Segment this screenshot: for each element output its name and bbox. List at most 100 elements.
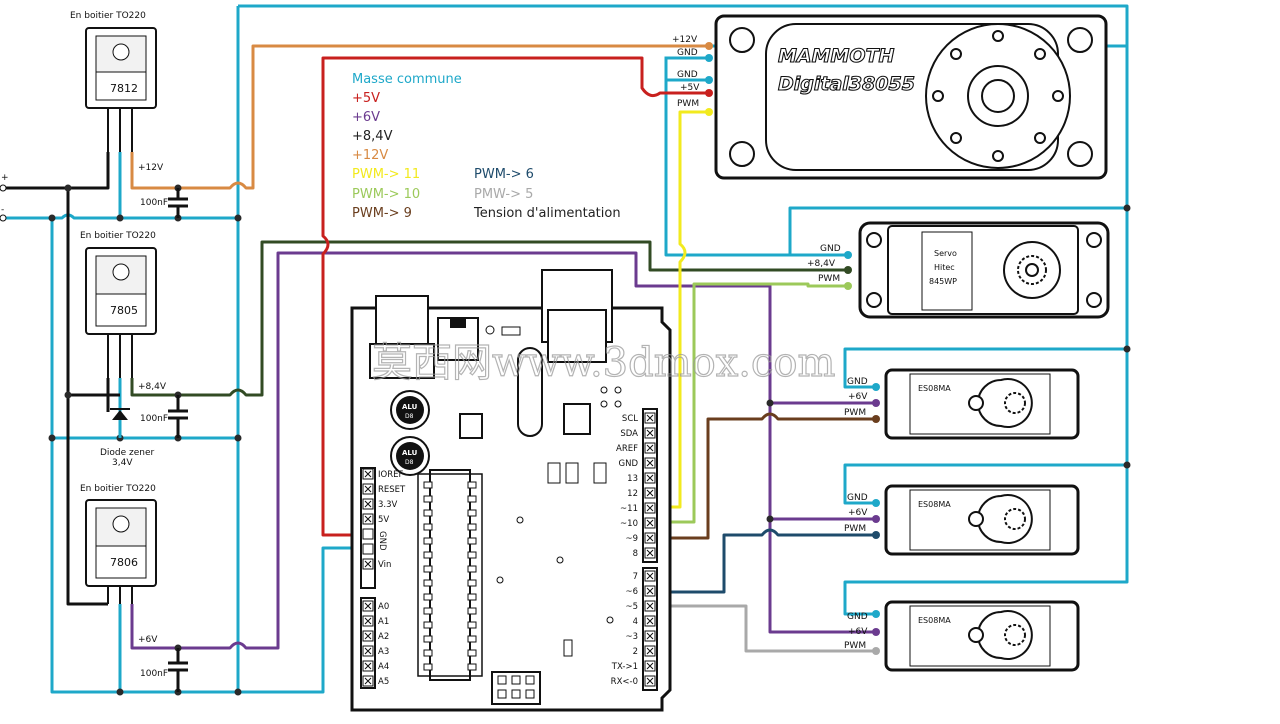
ground-top-bus — [238, 4, 1129, 616]
servo1-pin-pwm: PWM — [844, 408, 866, 418]
ground-servo2 — [843, 463, 1127, 505]
arduino-pin-0-cross — [364, 470, 372, 478]
gear-icon — [1004, 624, 1026, 646]
power-jack — [375, 295, 429, 345]
wire-6v — [130, 251, 876, 650]
servo-es08ma-3: ES08MA GND +6V PWM — [844, 600, 1080, 672]
arduino-digital-bottom-1-cross — [646, 587, 654, 595]
servo3-model: ES08MA — [918, 616, 951, 625]
ground-servo1 — [843, 347, 1127, 389]
arduino-digital-bottom-3-label: 4 — [633, 617, 638, 627]
arduino-digital-bottom-6-label: TX->1 — [611, 662, 638, 672]
capacitor-1 — [168, 188, 188, 218]
atmega-chip — [429, 469, 471, 681]
arduino-digital-top-2-label: AREF — [616, 444, 638, 454]
mammoth-pins: +12V GND GND +5V PWM — [664, 35, 713, 116]
arduino-digital-top-5-label: 12 — [627, 489, 638, 499]
arduino-analog-0-label: A0 — [378, 602, 389, 612]
regulator1-package-label: En boitier TO220 — [70, 11, 146, 21]
ground-wires — [5, 4, 1129, 694]
arduino-digital-bottom-2-cross — [646, 602, 654, 610]
servo-es08ma-1: ES08MA GND +6V PWM — [844, 368, 1080, 440]
arduino-analog-5-label: A5 — [378, 677, 389, 687]
legend-ground: Masse commune — [352, 72, 462, 87]
gear-icon — [1004, 392, 1026, 414]
servo2-pin-gnd: GND — [847, 493, 868, 503]
cap2-text: ALU — [402, 449, 418, 457]
arduino-digital-bottom-3-cross — [646, 617, 654, 625]
legend-8v4: +8,4V — [352, 129, 393, 144]
servo2-model: ES08MA — [918, 500, 951, 509]
arduino-digital-top-1-cross — [646, 429, 654, 437]
arduino-digital-bottom-1-label: ~6 — [625, 587, 638, 597]
arduino-digital-top-8-label: ~9 — [625, 534, 638, 544]
arduino-pin-3-cross — [364, 515, 372, 523]
mounting-hole-icon — [112, 43, 130, 61]
arduino-gnd-socket — [362, 543, 374, 555]
arduino-analog-0-cross — [364, 602, 372, 610]
arduino-digital-top-0-label: SCL — [622, 414, 638, 424]
wire-input-plus — [5, 152, 110, 190]
arduino-digital-top-6-cross — [646, 504, 654, 512]
legend: Masse commune +5V +6V +8,4V +12V PWM-> 1… — [352, 72, 621, 221]
legend-pwm10: PWM-> 10 — [352, 187, 420, 202]
wires — [5, 4, 1129, 694]
legend-5v: +5V — [352, 91, 380, 106]
arduino-pin-1-cross — [364, 485, 372, 493]
arduino-digital-top-6-label: ~11 — [620, 504, 638, 514]
watermark: 莫西网www.3dmox.com — [372, 340, 835, 386]
arduino-digital-top-0-cross — [646, 414, 654, 422]
ground-mammoth-2 — [664, 78, 1127, 257]
arduino-gnd-socket — [362, 528, 374, 540]
arduino-digital-bottom-7-cross — [646, 677, 654, 685]
legend-pwm6: PWM-> 6 — [474, 167, 534, 182]
regulator2-output: +8,4V — [138, 382, 167, 392]
capacitor-3 — [168, 648, 188, 692]
wire-pwm5 — [648, 604, 876, 653]
hitec-line3: 845WP — [929, 277, 957, 286]
arduino-analog-5-cross — [364, 677, 372, 685]
arduino-pin-2-cross — [364, 500, 372, 508]
legend-12v: +12V — [352, 148, 388, 163]
mammoth-servo: MAMMOTH Digital38055 +12V GND GND +5V PW… — [664, 14, 1108, 180]
arduino-analog-2-cross — [364, 632, 372, 640]
arduino-digital-top-5-cross — [646, 489, 654, 497]
wire-pwm10 — [648, 282, 848, 524]
arduino-digital-top-9-label: 8 — [633, 549, 638, 559]
mounting-hole-icon — [112, 263, 130, 281]
cap2-sub: D8 — [405, 459, 414, 466]
hitec-pin-pwm: PWM — [818, 274, 840, 284]
zener-label: Diode zener — [100, 448, 155, 458]
arduino-digital-top-3-cross — [646, 459, 654, 467]
arduino-pin-3-label: 5V — [378, 515, 389, 525]
arduino-digital-top-9-cross — [646, 549, 654, 557]
hitec-pin-gnd: GND — [820, 244, 841, 254]
legend-6v: +6V — [352, 110, 380, 125]
mammoth-pin-5v: +5V — [680, 83, 700, 93]
regulator3-package-label: En boitier TO220 — [80, 484, 156, 494]
input-terminals: + - — [0, 173, 9, 222]
arduino-analog-3-label: A3 — [378, 647, 389, 657]
arduino-digital-bottom-7-label: RX<-0 — [611, 677, 638, 687]
arduino-digital-top-4-label: 13 — [627, 474, 638, 484]
regulator1-output: +12V — [138, 163, 164, 173]
capacitors — [168, 188, 188, 692]
mammoth-pin-12v: +12V — [672, 35, 698, 45]
arduino-analog-1-label: A1 — [378, 617, 389, 627]
input-minus-label: - — [1, 205, 4, 215]
hitec-pins: GND +8,4V PWM — [807, 244, 852, 290]
wire-12v — [130, 44, 706, 190]
cap1-text: ALU — [402, 403, 418, 411]
gear-icon — [1004, 508, 1026, 530]
mounting-hole-icon — [112, 515, 130, 533]
arduino-digital-bottom-6-cross — [646, 662, 654, 670]
regulator2-package-label: En boitier TO220 — [80, 231, 156, 241]
legend-pwm5: PMW-> 5 — [474, 187, 533, 202]
wire-pwm9 — [648, 412, 876, 540]
regulator-7805: En boitier TO220 7805 +8,4V — [80, 231, 167, 392]
legend-pwm11: PWM-> 11 — [352, 167, 420, 182]
wire-pwm6 — [648, 528, 876, 594]
capacitor-2 — [168, 395, 188, 438]
arduino-digital-bottom-5-cross — [646, 647, 654, 655]
